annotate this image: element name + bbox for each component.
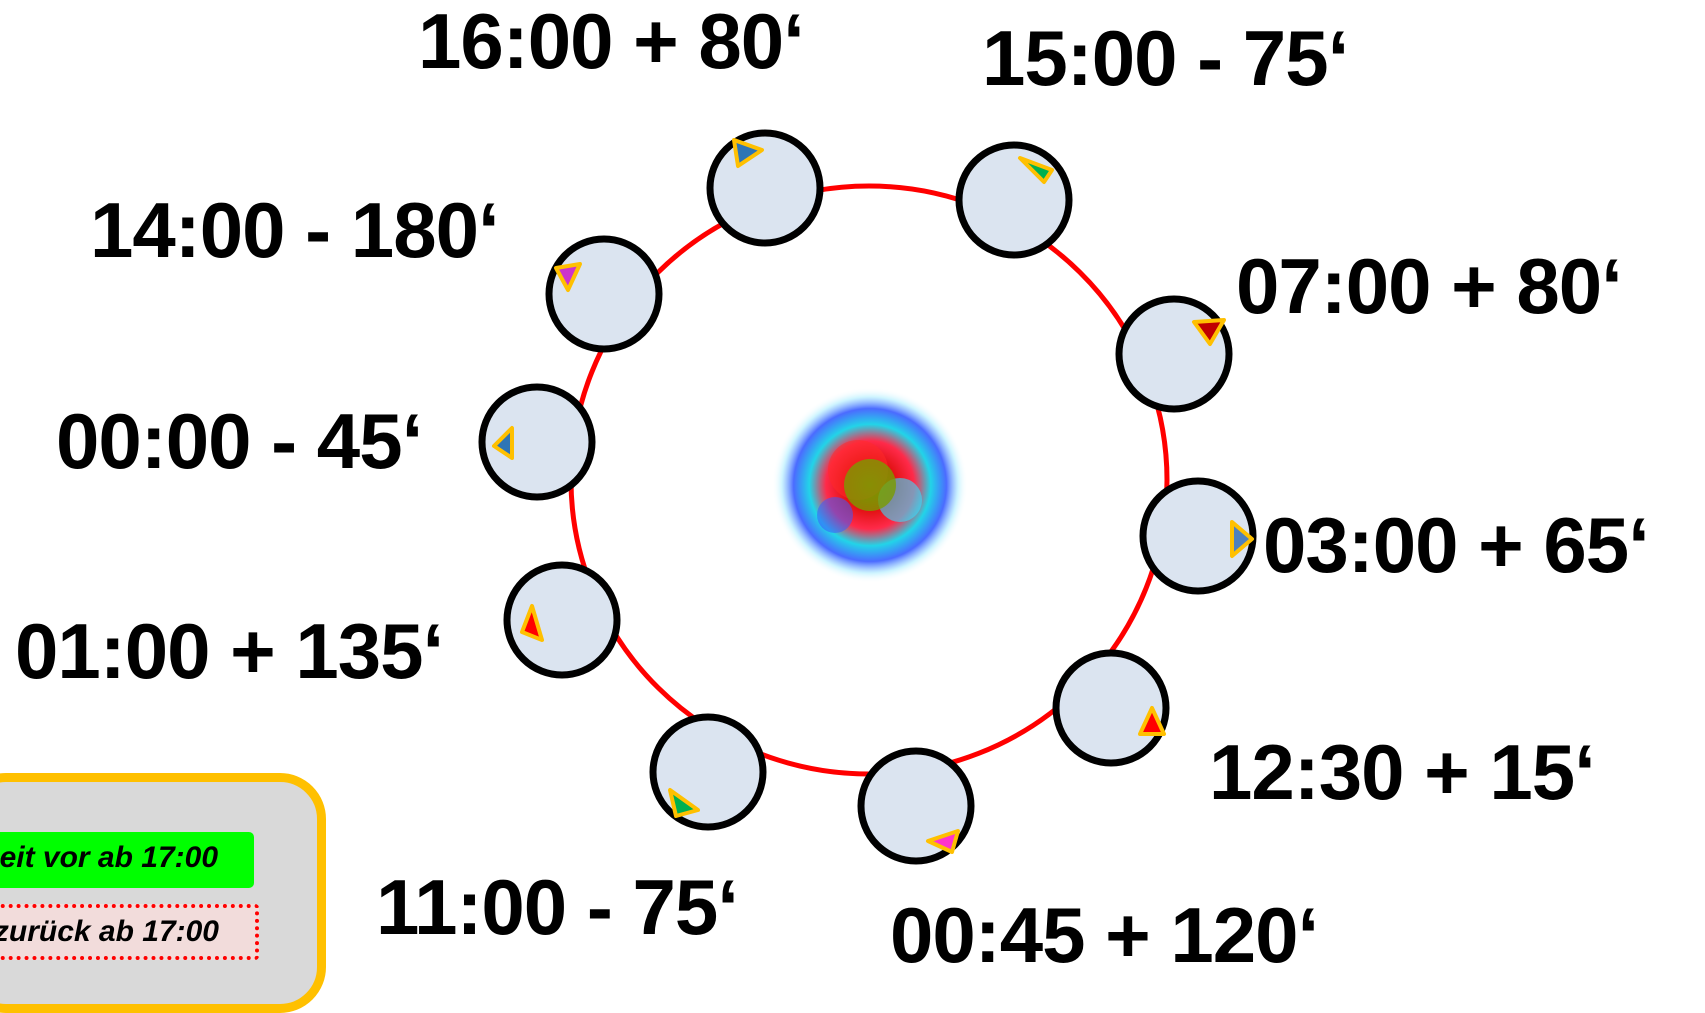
triangle-marker-icon bbox=[520, 604, 544, 642]
time-offset-label: 01:00 + 135‘ bbox=[15, 607, 444, 695]
time-offset-label: 07:00 + 80‘ bbox=[1236, 242, 1623, 330]
time-offset-label: 12:30 + 15‘ bbox=[1209, 728, 1596, 816]
ring-node-2 bbox=[955, 141, 1073, 259]
ring-node-7 bbox=[649, 713, 767, 831]
ring-node-4 bbox=[1139, 477, 1257, 595]
time-offset-label: 11:00 - 75‘ bbox=[376, 863, 739, 951]
triangle-marker-icon bbox=[1230, 520, 1254, 558]
center-flower-image bbox=[772, 387, 968, 583]
ring-node-10 bbox=[545, 235, 663, 353]
triangle-marker-icon bbox=[1138, 706, 1166, 736]
triangle-marker-icon bbox=[926, 829, 960, 854]
triangle-marker-icon bbox=[492, 426, 514, 460]
ring-diagram bbox=[478, 129, 1257, 865]
legend-box: eit vor ab 17:00 t zurück ab 17:00 bbox=[0, 773, 326, 1013]
triangle-marker-icon bbox=[1192, 318, 1226, 346]
time-offset-label: 03:00 + 65‘ bbox=[1263, 501, 1650, 589]
ring-node-9 bbox=[478, 383, 596, 501]
ring-node-6 bbox=[857, 747, 975, 865]
triangle-marker-icon bbox=[554, 262, 582, 292]
legend-forward-time: eit vor ab 17:00 bbox=[0, 832, 254, 888]
time-offset-label: 15:00 - 75‘ bbox=[982, 14, 1349, 102]
time-offset-label: 00:00 - 45‘ bbox=[56, 397, 423, 485]
time-offset-label: 16:00 + 80‘ bbox=[418, 0, 805, 85]
ring-node-3 bbox=[1115, 295, 1233, 413]
time-offset-label: 14:00 - 180‘ bbox=[90, 186, 500, 274]
ring-node-1 bbox=[706, 129, 824, 247]
ring-node-5 bbox=[1052, 649, 1170, 767]
ring-node-8 bbox=[503, 561, 621, 679]
triangle-marker-icon bbox=[668, 788, 700, 818]
legend-back-time: t zurück ab 17:00 bbox=[0, 904, 259, 960]
triangle-marker-icon bbox=[732, 138, 764, 168]
time-offset-label: 00:45 + 120‘ bbox=[890, 891, 1319, 979]
triangle-marker-icon bbox=[1018, 156, 1054, 184]
